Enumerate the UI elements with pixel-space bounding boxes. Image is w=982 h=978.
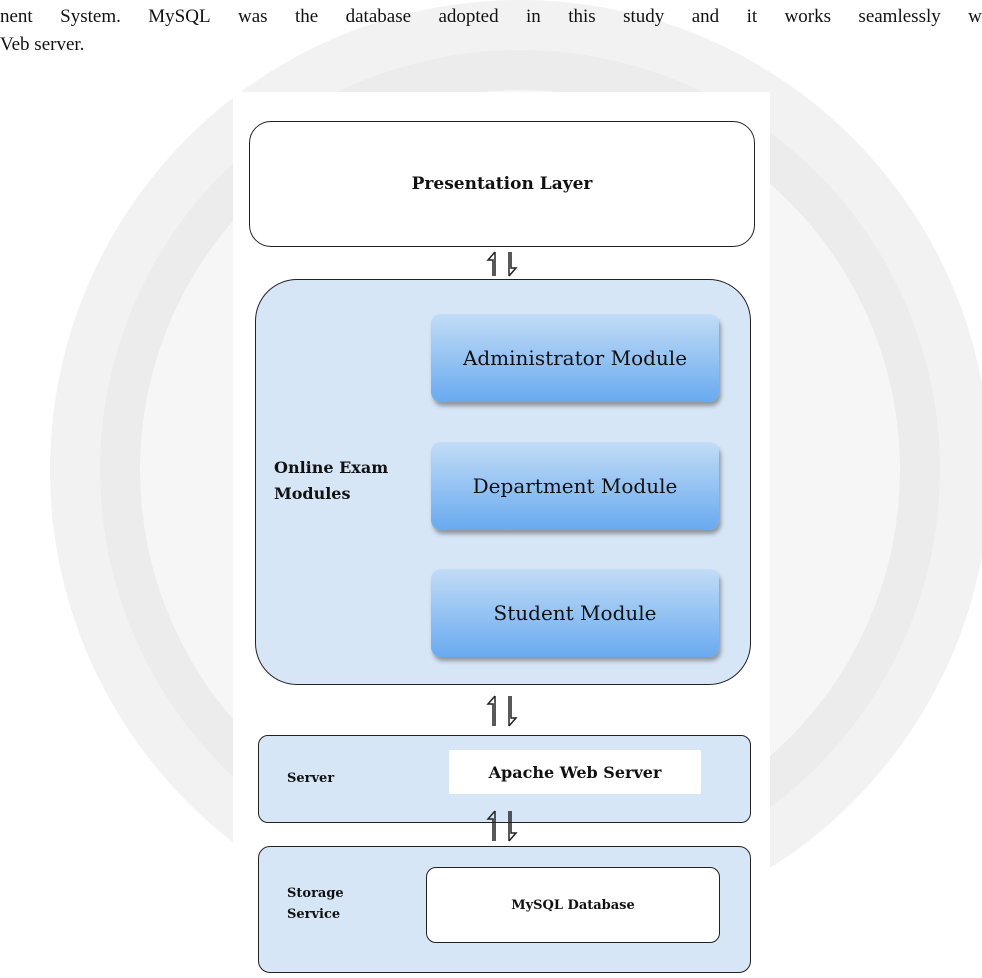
modules-label-line-1: Online Exam [274, 458, 389, 477]
storage-label-line-1: Storage [287, 886, 344, 901]
apache-web-server-label: Apache Web Server [488, 762, 662, 782]
body-text-word: MySQL [148, 6, 211, 27]
server-layer-box: Server Apache Web Server [258, 735, 751, 823]
administrator-module-label: Administrator Module [462, 346, 688, 370]
body-text-word: this [568, 6, 596, 27]
modules-label-line-2: Modules [274, 484, 351, 503]
body-text-word: nent [0, 6, 33, 27]
body-text-word: study [623, 6, 665, 27]
student-module-label: Student Module [493, 601, 657, 625]
body-text-word: it [746, 6, 758, 27]
presentation-layer-label: Presentation Layer [411, 174, 593, 194]
presentation-layer-box: Presentation Layer [249, 121, 755, 247]
body-text-word: the [294, 6, 319, 27]
storage-label: Storage Service [287, 883, 344, 925]
body-text-word: was [237, 6, 268, 27]
double-arrow-3 [486, 810, 518, 842]
double-arrow-1 [486, 251, 518, 277]
body-text-word: works [784, 6, 831, 27]
apache-web-server-box: Apache Web Server [449, 750, 701, 794]
modules-group-label: Online Exam Modules [274, 455, 388, 507]
body-text-word: in [526, 6, 541, 27]
body-text-word: seamlessly [858, 6, 941, 27]
department-module-label: Department Module [472, 474, 678, 498]
storage-label-line-2: Service [287, 907, 341, 922]
double-arrow-2 [486, 695, 518, 727]
body-text-line-1: nent System. MySQL was the database adopted in t… [0, 6, 982, 28]
body-text-word: w [968, 6, 982, 27]
body-text-word: System. [60, 6, 121, 27]
student-module: Student Module [431, 569, 719, 657]
body-text-word: and [691, 6, 720, 27]
storage-service-box: Storage Service MySQL Database [258, 846, 751, 973]
body-text-line-2: Veb server. [0, 34, 85, 55]
department-module: Department Module [431, 442, 719, 530]
body-text-word: adopted [438, 6, 499, 27]
body-text-word: database [345, 6, 412, 27]
mysql-database-box: MySQL Database [426, 867, 720, 943]
administrator-module: Administrator Module [431, 314, 719, 402]
online-exam-modules-box: Online Exam Modules Administrator Module… [255, 279, 751, 685]
server-label: Server [287, 771, 335, 786]
mysql-database-label: MySQL Database [511, 897, 635, 913]
